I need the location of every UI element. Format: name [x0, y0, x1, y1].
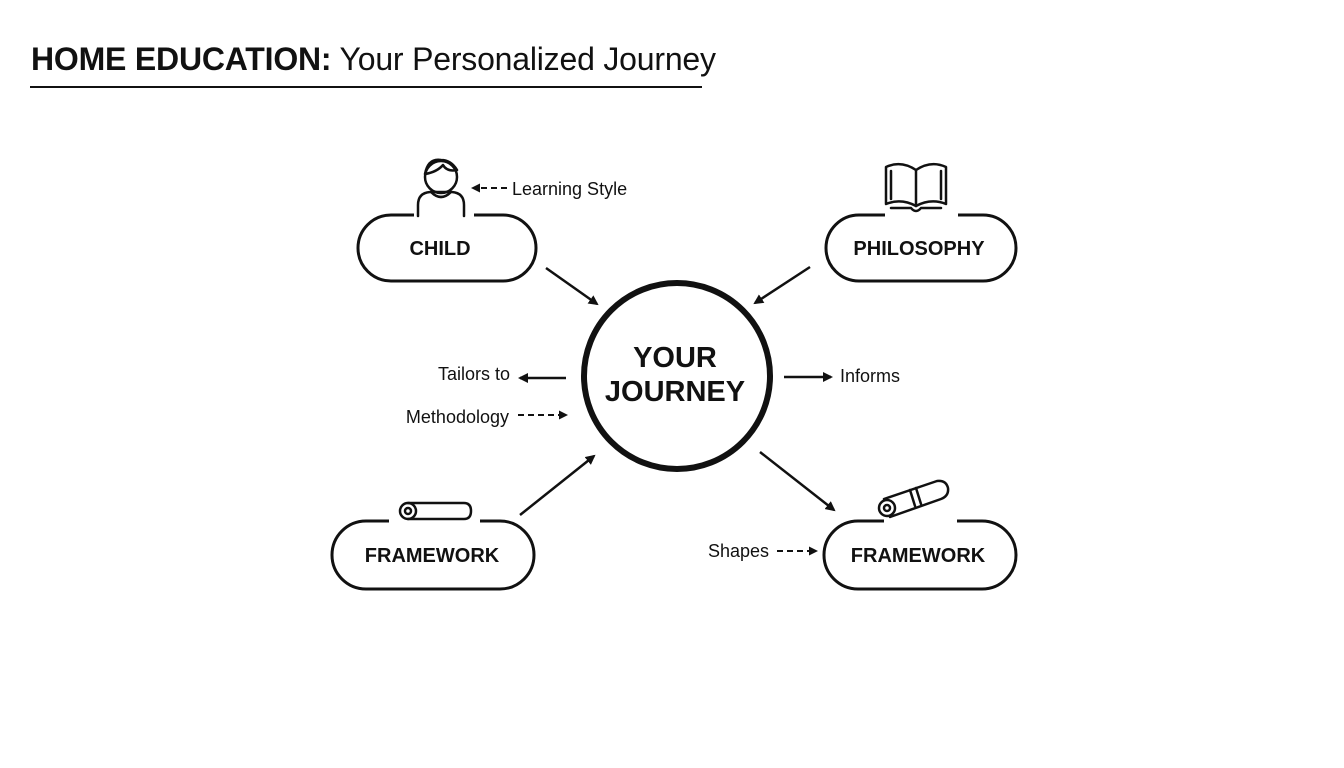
tailors-to-label: Tailors to: [438, 364, 510, 384]
center-node: YOUR JOURNEY: [581, 280, 773, 472]
philosophy-node-outline: [824, 213, 1018, 283]
child-node: CHILD: [356, 158, 538, 283]
open-book-icon: [884, 162, 948, 213]
scroll-icon: [398, 501, 473, 521]
arrow-framework-left-to-center: [519, 454, 596, 516]
title-rest: Your Personalized Journey: [339, 41, 716, 77]
center-circle: [581, 280, 773, 472]
title-underline: HOME EDUCATION: Your Personalized Journe…: [30, 38, 716, 88]
shapes-label: Shapes: [708, 541, 769, 561]
framework-left-label: FRAMEWORK: [365, 545, 500, 567]
philosophy-node: PHILOSOPHY: [824, 162, 1018, 283]
framework-right-label: FRAMEWORK: [851, 545, 986, 567]
rolled-scroll-icon: [877, 479, 950, 519]
methodology-label: Methodology: [406, 407, 509, 427]
title-bold: HOME EDUCATION:: [31, 41, 332, 77]
child-icon: [416, 158, 466, 218]
arrow-center-to-framework-right: [759, 451, 836, 512]
framework-right-node: FRAMEWORK: [822, 479, 1018, 591]
child-node-outline: [356, 213, 538, 283]
framework-left-node-outline: [330, 519, 536, 591]
center-label-line2: JOURNEY: [605, 376, 745, 408]
learning-style-label: Learning Style: [512, 179, 627, 199]
center-label-line1: YOUR: [633, 342, 717, 374]
informs-label: Informs: [840, 366, 900, 386]
child-label: CHILD: [409, 238, 470, 260]
framework-left-node: FRAMEWORK: [330, 501, 536, 591]
arrow-child-to-center: [545, 266, 599, 306]
page-title: HOME EDUCATION: Your Personalized Journe…: [31, 40, 716, 78]
arrow-philosophy-to-center: [753, 265, 811, 305]
philosophy-label: PHILOSOPHY: [853, 238, 985, 260]
framework-right-node-outline: [822, 519, 1018, 591]
